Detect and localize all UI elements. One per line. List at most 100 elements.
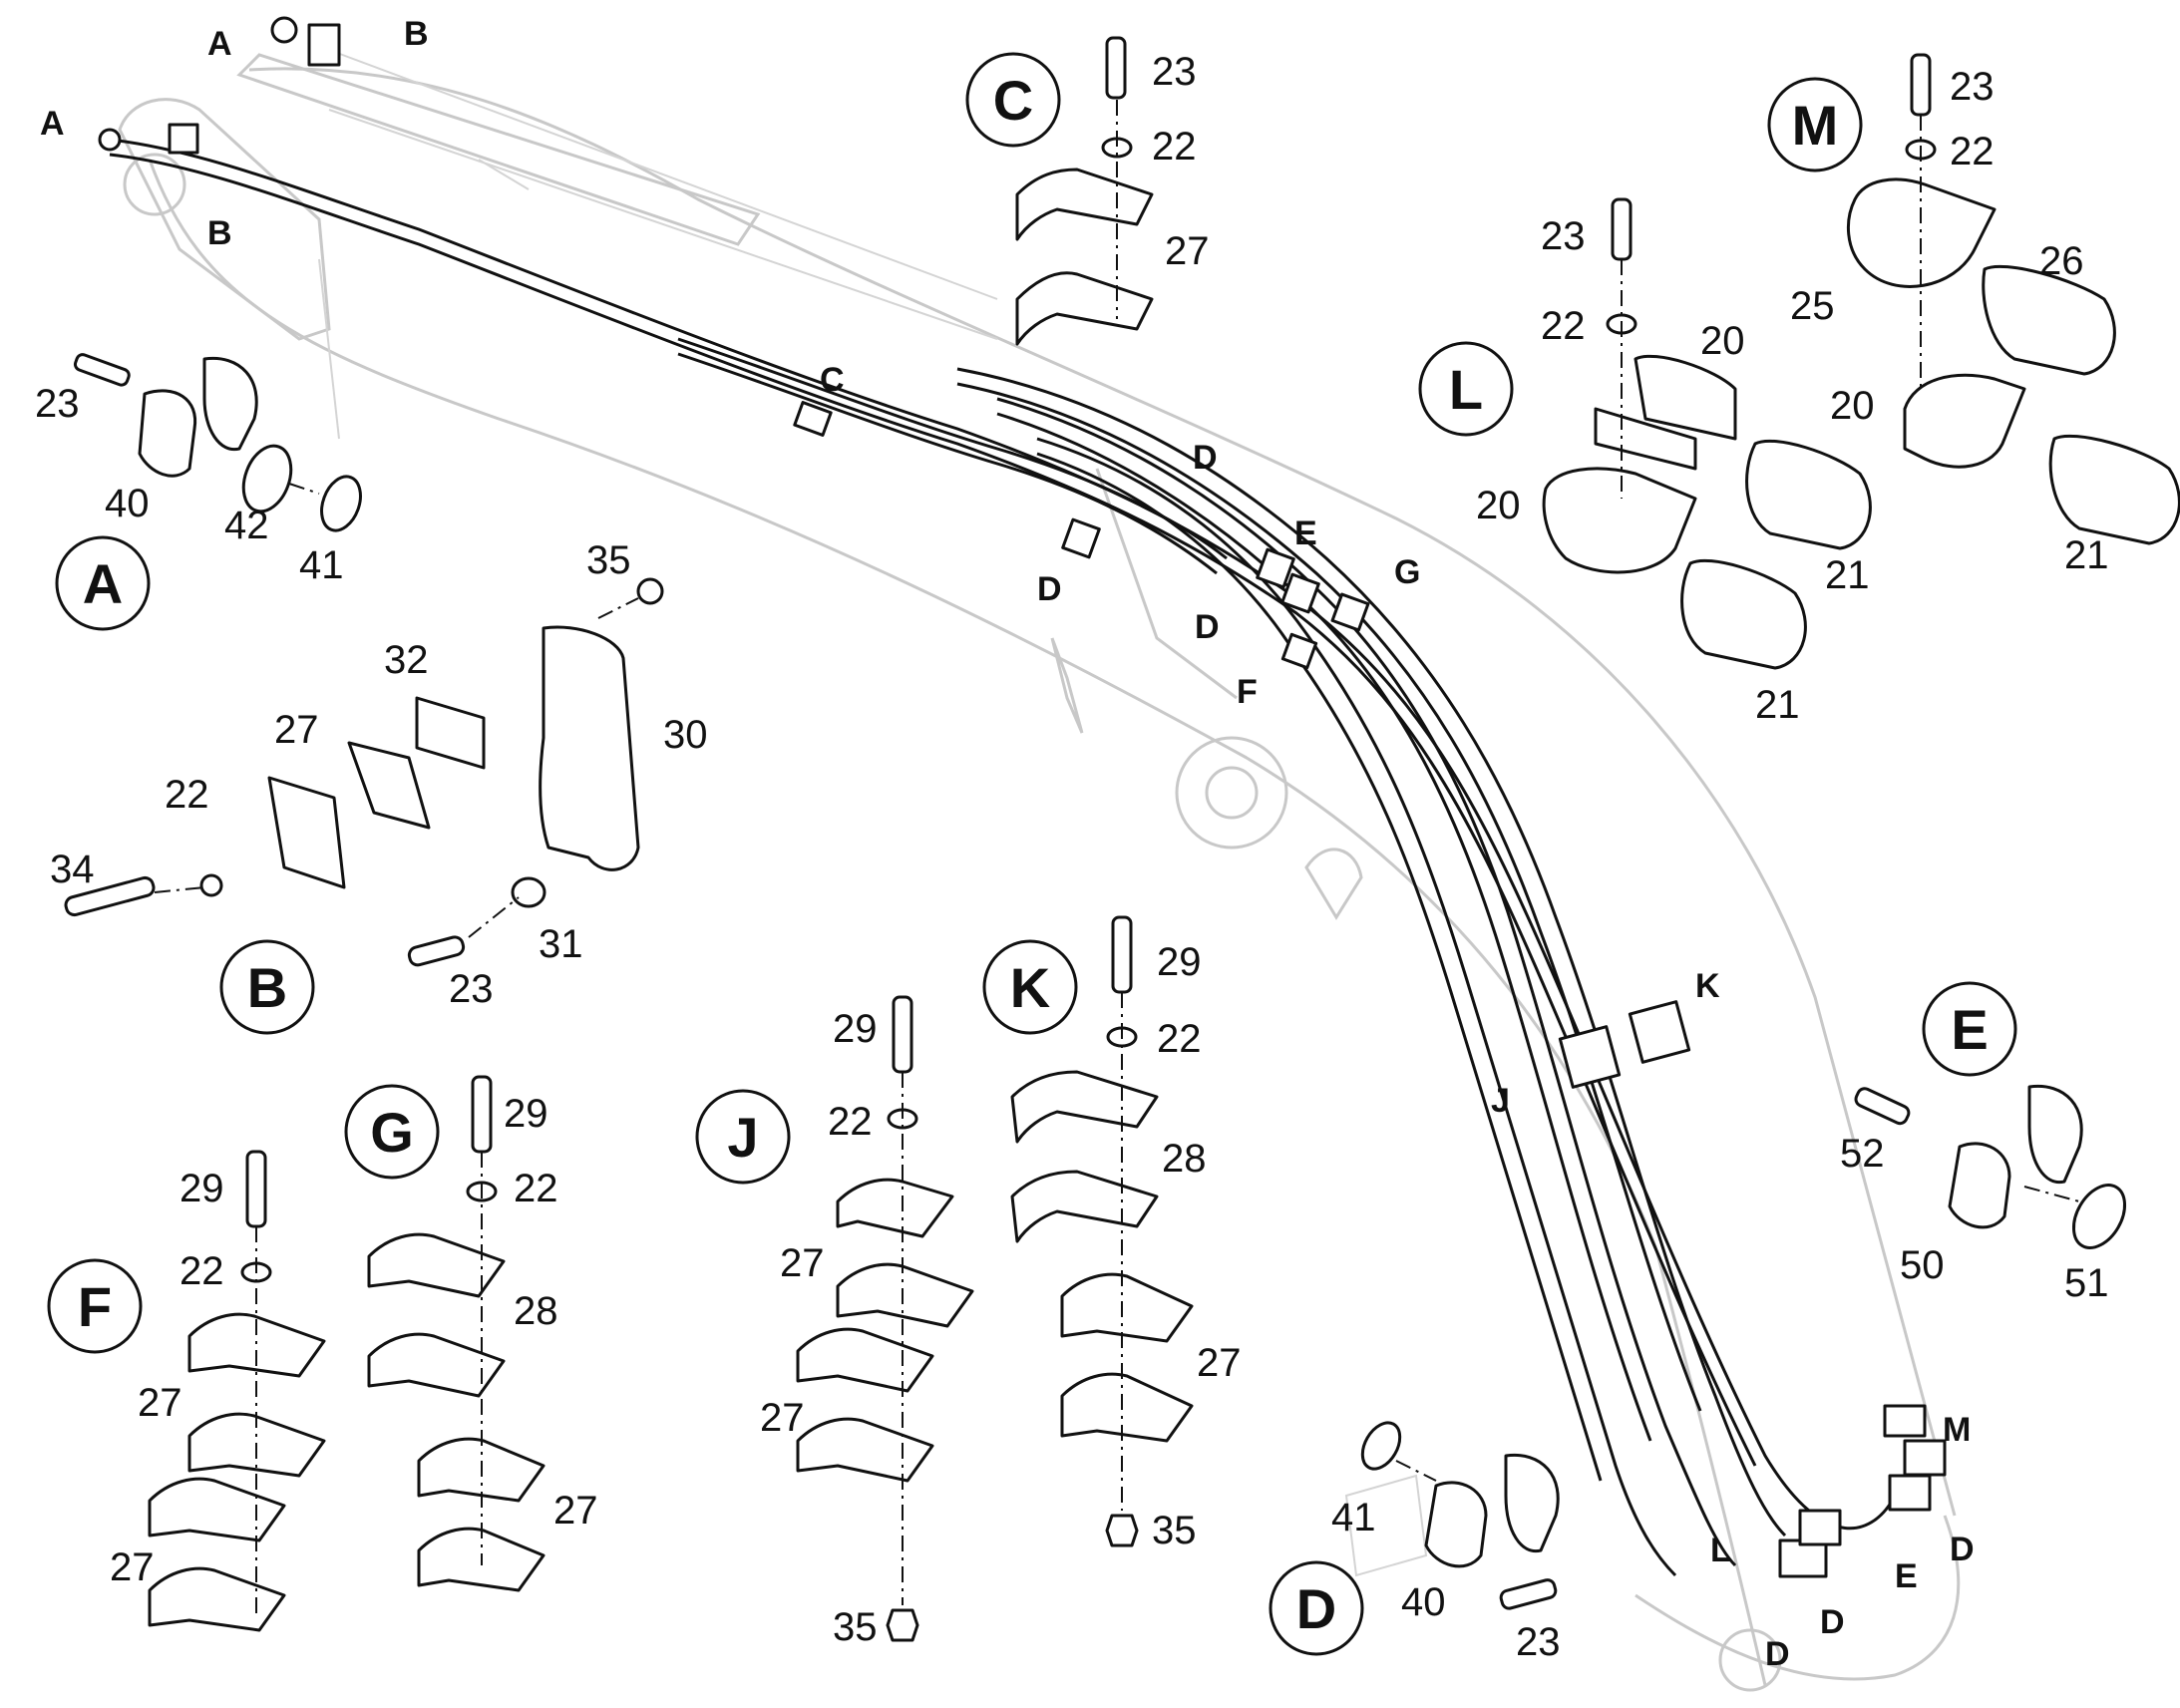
label-50: 50 — [1900, 1243, 1945, 1287]
clamp-27b — [1015, 271, 1154, 346]
ring-42 — [241, 444, 293, 513]
label-23: 23 — [449, 967, 494, 1011]
bolt-29 — [892, 995, 913, 1074]
label-23: 23 — [1541, 214, 1586, 258]
block-32 — [415, 696, 486, 770]
detail-b-circle — [219, 939, 315, 1035]
label-41: 41 — [1331, 1496, 1376, 1539]
detail-c-circle — [965, 52, 1061, 148]
label-27a: 27 — [138, 1381, 182, 1425]
detail-view-c: C 23 22 27 — [965, 36, 1210, 346]
callout-d-6: D — [1765, 1635, 1790, 1673]
label-22: 22 — [165, 773, 209, 817]
callout-b-top: B — [404, 15, 429, 53]
label-21: 21 — [2064, 533, 2109, 577]
detail-d-circle — [1269, 1560, 1364, 1656]
label-51: 51 — [2064, 1261, 2109, 1305]
label-21a: 21 — [1825, 553, 1870, 597]
hose-clamps — [98, 16, 1947, 1578]
flange-half-50 — [1948, 1142, 2011, 1229]
label-29: 29 — [833, 1007, 878, 1051]
clamp-28b — [367, 1332, 506, 1398]
clamp-28b — [1010, 1170, 1159, 1243]
detail-b-letter: B — [247, 956, 287, 1019]
label-25: 25 — [1790, 284, 1835, 328]
flange-half-40 — [1424, 1481, 1488, 1568]
detail-m-circle — [1767, 77, 1863, 172]
label-20a: 20 — [1700, 319, 1745, 363]
label-52: 52 — [1840, 1132, 1885, 1176]
sleeve-21a — [1745, 439, 1872, 550]
label-20: 20 — [1830, 384, 1875, 428]
plate-27a — [347, 741, 431, 830]
bolt-23 — [1105, 36, 1127, 100]
label-27a: 27 — [780, 1241, 825, 1285]
detail-j-letter: J — [727, 1106, 758, 1169]
callout-m: M — [1943, 1411, 1971, 1449]
label-21b: 21 — [1755, 683, 1800, 727]
label-22: 22 — [1541, 304, 1586, 348]
detail-g-circle — [344, 1084, 440, 1180]
clamp-27a — [187, 1312, 326, 1378]
detail-c-letter: C — [993, 69, 1033, 132]
detail-view-l: L 23 22 20 20 21 21 — [1418, 197, 1872, 727]
clamp-27a — [1060, 1272, 1194, 1343]
label-29: 29 — [1157, 940, 1202, 984]
clamp-half-20 — [1903, 373, 2026, 469]
o-ring-41 — [1360, 1421, 1402, 1471]
detail-a-circle — [55, 535, 151, 631]
label-29: 29 — [180, 1167, 224, 1210]
bolt-23 — [1910, 53, 1932, 117]
clamp-27b — [1060, 1372, 1194, 1443]
detail-view-m: M 23 22 26 25 20 21 — [1767, 53, 2180, 577]
label-27: 27 — [1165, 229, 1210, 273]
label-35: 35 — [586, 538, 631, 582]
detail-f-circle — [47, 1258, 143, 1354]
label-23: 23 — [1152, 50, 1197, 94]
bolt-29 — [1111, 915, 1133, 994]
main-callouts: A A B B C D D D E F G K J M L D E D D — [40, 15, 1975, 1673]
clamp-27a — [836, 1178, 954, 1238]
label-27: 27 — [1197, 1341, 1242, 1385]
detail-j-circle — [695, 1089, 791, 1185]
label-27: 27 — [274, 708, 319, 752]
callout-f: F — [1237, 673, 1258, 711]
sleeve-21 — [2048, 434, 2180, 545]
o-ring-41 — [320, 475, 362, 532]
detail-f-letter: F — [78, 1275, 112, 1338]
detail-view-e: E 52 50 51 — [1840, 981, 2127, 1305]
detail-k-letter: K — [1010, 956, 1050, 1019]
detail-view-b: B 35 32 30 27 22 34 23 31 — [50, 538, 708, 1035]
label-22: 22 — [1950, 130, 1995, 173]
label-35: 35 — [833, 1605, 878, 1649]
label-28: 28 — [1162, 1137, 1207, 1181]
boom-outline — [118, 49, 1961, 1692]
flange-half-40b — [1504, 1453, 1560, 1553]
label-27: 27 — [553, 1489, 598, 1533]
clamp-sleeve-20a — [1634, 354, 1737, 441]
bolt-23 — [1611, 197, 1633, 261]
label-31: 31 — [539, 922, 583, 966]
callout-d-1: D — [1193, 439, 1218, 477]
label-32: 32 — [384, 638, 429, 682]
callout-d-5: D — [1820, 1603, 1845, 1641]
callout-g: G — [1394, 553, 1420, 591]
callout-d-3: D — [1195, 608, 1220, 646]
clamp-27a — [1015, 168, 1154, 241]
o-ring-51 — [2071, 1184, 2127, 1249]
nut-35 — [636, 577, 664, 605]
bolt-52 — [1854, 1087, 1911, 1126]
bolt-34 — [64, 875, 156, 917]
bolt-23 — [407, 935, 466, 967]
label-26: 26 — [2039, 239, 2084, 283]
nut-35 — [1105, 1514, 1139, 1547]
clamp-27d — [796, 1417, 934, 1483]
sleeve-21b — [1680, 558, 1807, 670]
detail-m-letter: M — [1792, 94, 1839, 157]
label-34: 34 — [50, 848, 95, 891]
label-28: 28 — [514, 1289, 558, 1333]
sleeve-26 — [1982, 264, 2116, 376]
detail-l-letter: L — [1449, 358, 1483, 421]
clamp-28a — [367, 1232, 506, 1298]
clamp-28 — [1010, 1070, 1159, 1144]
